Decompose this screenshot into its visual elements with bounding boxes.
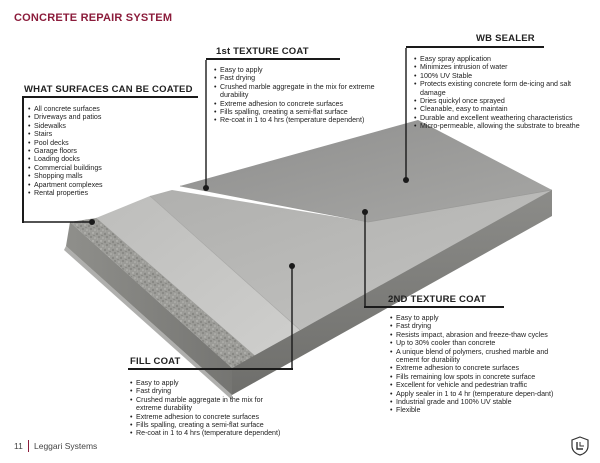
wb-sealer-surface — [180, 120, 552, 222]
list-item: Resists impact, abrasion and freeze-thaw… — [390, 331, 568, 340]
slab-right-edge — [232, 190, 552, 395]
fill-coat-surface — [70, 218, 255, 368]
marker-texture2 — [362, 209, 368, 215]
list-item: Cleanable, easy to maintain — [414, 105, 582, 114]
wb-sealer-rule — [406, 46, 544, 48]
fill-coat-list: Easy to applyFast dryingCrushed marble a… — [130, 379, 290, 438]
list-item: Extreme adhesion to concrete surfaces — [214, 100, 382, 109]
list-item: Easy to apply — [390, 314, 568, 323]
list-item: Micro-permeable, allowing the substrate … — [414, 122, 582, 131]
list-item: Durable and excellent weathering charact… — [414, 114, 582, 123]
list-item: Industrial grade and 100% UV stable — [390, 398, 568, 407]
list-item: Fills spalling, creating a semi-flat sur… — [130, 421, 290, 430]
list-item: Fills remaining low spots in concrete su… — [390, 373, 568, 382]
list-item: Re-coat in 1 to 4 hrs (temperature depen… — [130, 429, 290, 438]
slab-front-edge — [66, 222, 232, 395]
list-item: Rental properties — [28, 189, 188, 198]
texture2-title: 2ND TEXTURE COAT — [388, 294, 487, 305]
surfaces-list: All concrete surfacesDriveways and patio… — [28, 105, 188, 198]
footer-brand: Leggari Systems — [34, 441, 98, 451]
list-item: Commercial buildings — [28, 164, 188, 173]
list-item: Extreme adhesion to concrete surfaces — [390, 364, 568, 373]
list-item: Fast drying — [390, 322, 568, 331]
list-item: Protects existing concrete form de-icing… — [414, 80, 582, 97]
list-item: Fast drying — [214, 74, 382, 83]
list-item: Crushed marble aggregate in the mix for … — [214, 83, 382, 100]
surfaces-title: WHAT SURFACES CAN BE COATED — [24, 84, 193, 95]
leader-lines — [22, 48, 407, 369]
marker-wb-sealer — [403, 177, 409, 183]
list-item: Apply sealer in 1 to 4 hr (temperature d… — [390, 390, 568, 399]
list-item: Re-coat in 1 to 4 hrs (temperature depen… — [214, 116, 382, 125]
list-item: Sidewalks — [28, 122, 188, 131]
list-item: Apartment complexes — [28, 181, 188, 190]
texture1-rule — [206, 58, 340, 60]
page-title: CONCRETE REPAIR SYSTEM — [14, 12, 173, 24]
list-item: Easy to apply — [214, 66, 382, 75]
list-item: Dries quickyl once sprayed — [414, 97, 582, 106]
texture1-title: 1st TEXTURE COAT — [216, 46, 309, 57]
list-item: A unique blend of polymers, crushed marb… — [390, 348, 568, 365]
list-item: Up to 30% cooler than concrete — [390, 339, 568, 348]
list-item: Minimizes intrusion of water — [414, 63, 582, 72]
texture2-rule — [364, 306, 504, 308]
fill-coat-rule — [128, 368, 293, 370]
leggari-logo-icon — [571, 436, 589, 456]
list-item: Excellent for vehicle and pedestrian tra… — [390, 381, 568, 390]
list-item: Shopping malls — [28, 172, 188, 181]
surfaces-vline — [22, 96, 24, 223]
texture2-list: Easy to applyFast dryingResists impact, … — [390, 314, 568, 415]
marker-texture1 — [203, 185, 209, 191]
surfaces-rule — [22, 96, 198, 98]
list-item: Easy spray application — [414, 55, 582, 64]
texture1-list: Easy to applyFast dryingCrushed marble a… — [214, 66, 382, 125]
marker-fill-coat — [289, 263, 295, 269]
wb-sealer-title: WB SEALER — [476, 33, 535, 44]
footer-separator — [28, 440, 29, 452]
list-item: Flexible — [390, 406, 568, 415]
list-item: Fast drying — [130, 387, 290, 396]
marker-surfaces — [89, 219, 95, 225]
fill-coat-title: FILL COAT — [130, 356, 181, 367]
list-item: All concrete surfaces — [28, 105, 188, 114]
list-item: Driveways and patios — [28, 113, 188, 122]
page-number: 11 — [14, 441, 23, 451]
list-item: Easy to apply — [130, 379, 290, 388]
list-item: 100% UV Stable — [414, 72, 582, 81]
texture1-surface — [96, 196, 300, 356]
texture2-surface — [150, 190, 552, 330]
list-item: Stairs — [28, 130, 188, 139]
list-item: Extreme adhesion to concrete surfaces — [130, 413, 290, 422]
wb-sealer-list: Easy spray applicationMinimizes intrusio… — [414, 55, 582, 131]
list-item: Fills spalling, creating a semi-flat sur… — [214, 108, 382, 117]
list-item: Garage floors — [28, 147, 188, 156]
list-item: Pool decks — [28, 139, 188, 148]
list-item: Crushed marble aggregate in the mix for … — [130, 396, 290, 413]
list-item: Loading docks — [28, 155, 188, 164]
